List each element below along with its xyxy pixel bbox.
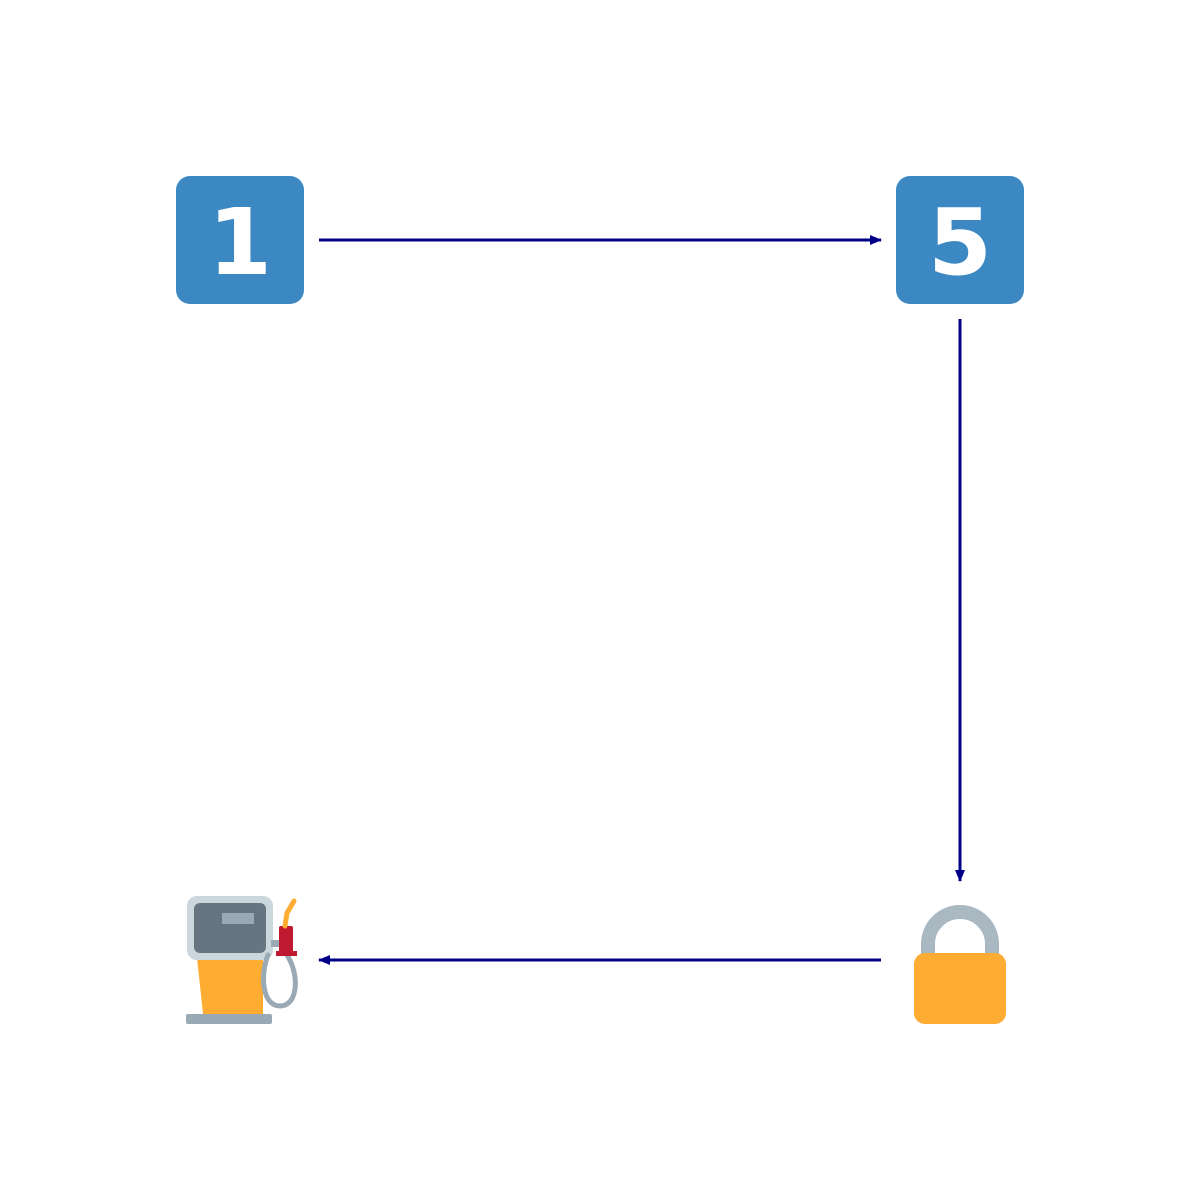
fuel-pump-icon bbox=[186, 896, 298, 1024]
keycap-digit-five-icon: 5 bbox=[896, 176, 1024, 304]
keycap-five-label: 5 bbox=[928, 189, 992, 296]
keycap-digit-one-icon: 1 bbox=[176, 176, 304, 304]
locked-padlock-icon bbox=[914, 905, 1006, 1024]
edges bbox=[318, 235, 965, 965]
keycap-one-label: 1 bbox=[208, 189, 272, 296]
